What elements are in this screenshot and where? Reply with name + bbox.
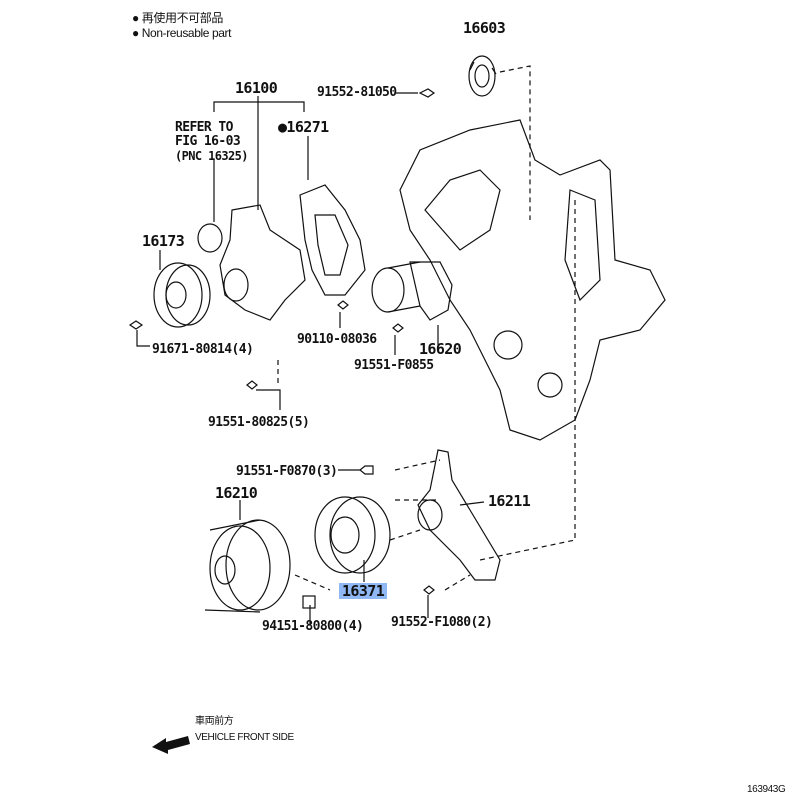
direction-japanese: 車両前方 bbox=[195, 716, 234, 727]
part-91671-80814[interactable]: 91671-80814(4) bbox=[152, 342, 254, 357]
part-91552-81050[interactable]: 91552-81050 bbox=[317, 85, 397, 100]
part-91551-F0870[interactable]: 91551-F0870(3) bbox=[236, 464, 338, 479]
part-16371-highlighted[interactable]: 16371 bbox=[339, 583, 388, 599]
part-91551-80825[interactable]: 91551-80825(5) bbox=[208, 415, 310, 430]
bracket bbox=[417, 449, 501, 581]
part-16210[interactable]: 16210 bbox=[215, 484, 258, 502]
part-91552-F1080[interactable]: 91552-F1080(2) bbox=[391, 615, 493, 630]
part-16100[interactable]: 16100 bbox=[235, 79, 278, 97]
part-94151-80800[interactable]: 94151-80800(4) bbox=[262, 619, 364, 634]
direction-english: VEHICLE FRONT SIDE bbox=[195, 732, 294, 743]
part-16271[interactable]: ●16271 bbox=[278, 118, 329, 136]
figure-id: 163943G bbox=[747, 784, 786, 795]
timing-cover bbox=[399, 119, 666, 441]
part-16620[interactable]: 16620 bbox=[419, 340, 462, 358]
part-90110-08036[interactable]: 90110-08036 bbox=[297, 332, 377, 347]
part-16173[interactable]: 16173 bbox=[142, 232, 185, 250]
refer-line-3: (PNC 16325) bbox=[175, 149, 248, 163]
arrow-left-icon bbox=[152, 736, 190, 754]
part-16211[interactable]: 16211 bbox=[488, 492, 531, 510]
part-16603[interactable]: 16603 bbox=[463, 19, 506, 37]
gasket bbox=[299, 184, 366, 296]
part-91551-F0855[interactable]: 91551-F0855 bbox=[354, 358, 434, 373]
water-pump bbox=[219, 204, 306, 321]
legend-english: ● Non-reusable part bbox=[132, 26, 232, 40]
refer-line-2: FIG 16-03 bbox=[175, 134, 241, 149]
legend-japanese: ● 再使用不可部品 bbox=[132, 11, 223, 25]
refer-line-1: REFER TO bbox=[175, 120, 233, 135]
